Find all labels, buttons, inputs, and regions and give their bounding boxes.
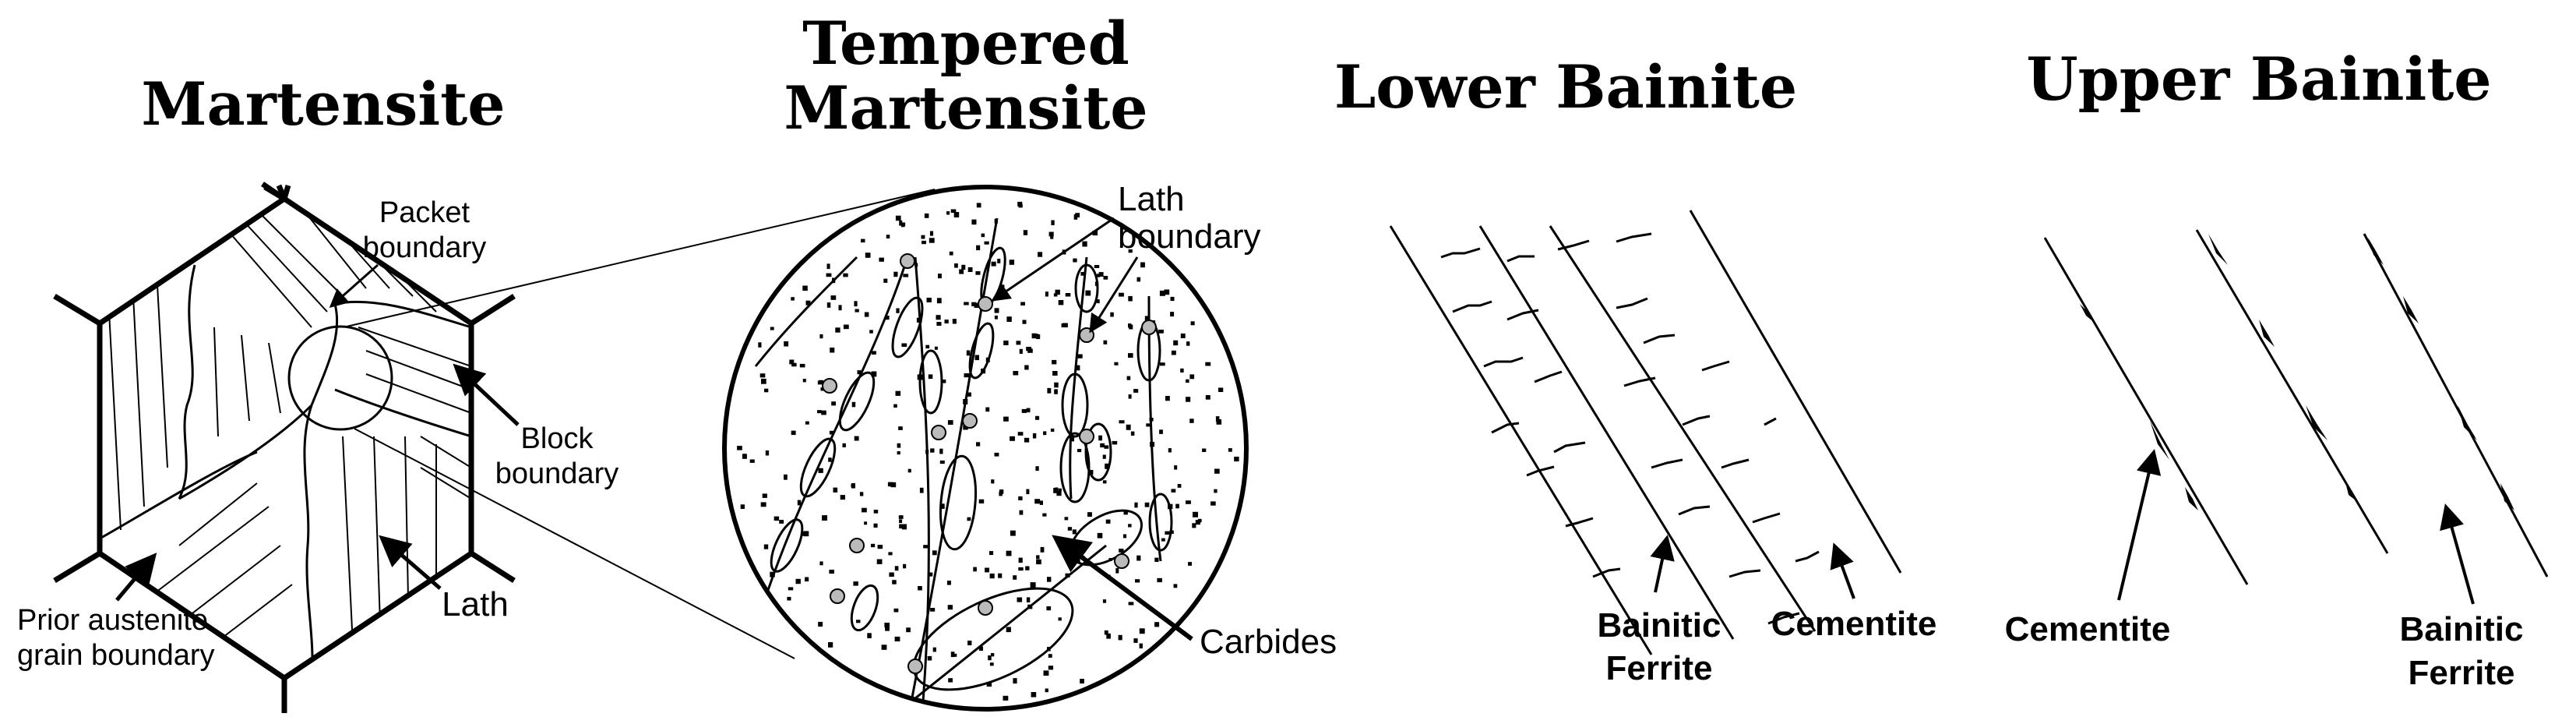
martensite-title: Martensite <box>141 69 505 139</box>
prior-austenite-grain <box>53 182 516 713</box>
lath-label: Lath <box>442 585 509 623</box>
magnified-region-circle <box>287 325 393 431</box>
lower-bainite-carbides <box>1440 232 1820 625</box>
upper-bainitic-ferrite-label-2: Ferrite <box>2409 654 2515 692</box>
lath-boundary-arrow-1 <box>991 217 1115 302</box>
lower-bainite-title: Lower Bainite <box>1334 52 1797 122</box>
upper-bainite-panel: Upper Bainite Cementite Bainiti <box>2005 44 2549 692</box>
lower-cementite-label: Cementite <box>1771 605 1937 643</box>
lath-boundaries <box>754 217 1162 703</box>
lower-bainite-panel: Lower Bainite <box>1334 52 1937 687</box>
prior-austenite-arrow <box>115 553 157 602</box>
lath-arrow <box>379 535 442 590</box>
carbides-arrow <box>1052 535 1193 641</box>
upper-bainite-title: Upper Bainite <box>2026 44 2491 114</box>
lath-boundary-label-2: boundary <box>1118 217 1260 256</box>
tempered-magnified-circle <box>722 185 1249 712</box>
lath-boundary-label-1: Lath <box>1118 180 1185 218</box>
lower-bainitic-ferrite-label-2: Ferrite <box>1606 649 1713 687</box>
martensite-panel: Martensite <box>17 69 936 713</box>
packet-boundary-label-1: Packet <box>379 196 470 229</box>
zoom-line-top <box>346 189 936 327</box>
boundary-carbides <box>822 253 1157 674</box>
prior-austenite-label-1: Prior austenite <box>17 604 208 637</box>
block-boundary-label-1: Block <box>521 422 594 455</box>
carbides-label: Carbides <box>1200 623 1337 661</box>
upper-bainite-plates <box>2043 229 2549 585</box>
ferrite-plate-boundaries <box>1389 210 1902 655</box>
lath-boundary-arrow-2 <box>1089 256 1139 334</box>
tempered-martensite-panel: Tempered Martensite <box>722 9 1337 712</box>
lower-ferrite-arrow <box>1650 535 1675 593</box>
prior-austenite-label-2: grain boundary <box>17 639 215 672</box>
upper-cementite-label: Cementite <box>2005 610 2171 648</box>
tempered-title-line2: Martensite <box>784 73 1147 143</box>
upper-cementite-arrow <box>2117 449 2162 601</box>
packet-boundary-arrow <box>329 263 379 308</box>
zoom-line-bottom <box>354 428 795 659</box>
upper-ferrite-arrow <box>2440 503 2475 605</box>
packet-boundary-label-2: boundary <box>363 231 486 264</box>
block-boundary-arrow <box>453 363 520 426</box>
upper-bainitic-ferrite-label-1: Bainitic <box>2400 610 2524 648</box>
tempered-title-line1: Tempered <box>802 9 1129 78</box>
lower-bainitic-ferrite-label-1: Bainitic <box>1598 606 1721 645</box>
block-boundary-label-2: boundary <box>495 457 618 490</box>
lower-cementite-arrow <box>1830 542 1855 599</box>
